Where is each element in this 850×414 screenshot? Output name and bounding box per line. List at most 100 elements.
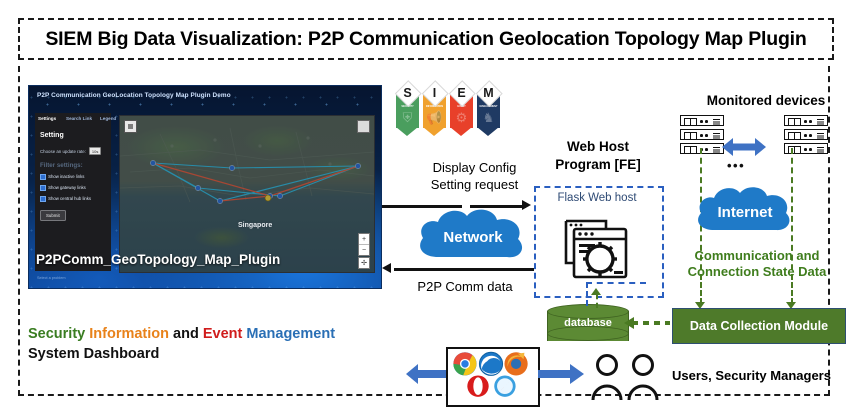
response-line [394,268,534,271]
caption-information: Information [89,326,170,342]
server-unit [680,115,724,126]
map-locate-icon[interactable]: ✢ [358,257,370,269]
device-ellipsis: ••• [727,158,746,173]
internet-cloud-label-wrap: Internet [693,183,797,241]
checkbox-icon[interactable] [40,174,46,180]
caption-and: and [173,326,199,342]
database-label: database [564,317,612,329]
banner-word: SECURITY [396,105,419,108]
internet-cloud [698,187,790,231]
server-unit [784,115,828,126]
dcm-to-db-arrowhead-icon [624,317,634,329]
screenshot-overlay-caption: P2PComm_GeoTopology_Map_Plugin [36,252,281,267]
update-rate-label: Choose an update rate: [40,148,86,154]
tab-search-link[interactable]: Search Link [66,115,93,121]
map-fullscreen-button[interactable] [357,120,370,133]
map-zoom-in-button[interactable]: + [359,234,369,245]
dashboard-screenshot[interactable]: P2P Communication GeoLocation Topology M… [28,85,382,289]
filter-central-hub-links[interactable]: Show central hub links [40,196,91,202]
page-title: SIEM Big Data Visualization: P2P Communi… [45,27,807,50]
users-label: Users, Security Managers [672,368,831,383]
db-to-flask-arrowhead-icon [591,288,601,295]
filter-label: Show gateway links [48,185,86,191]
megaphone-icon: 📢 [426,110,443,125]
browser-right-arrow-icon [538,364,584,384]
map-roads [120,127,374,204]
update-rate-row: Choose an update rate: 10s [40,147,102,155]
banner-word: MANAGEMENT [477,105,500,108]
web-host-boundary [534,186,664,298]
comm-state-line-left-lower [700,282,702,304]
tab-legend[interactable]: Legend [100,115,117,121]
banner-word: INFORMATION [423,105,446,108]
settings-tabs[interactable]: Settings Search Link Legend [35,113,139,124]
caption-event: Event [202,326,243,342]
server-unit [784,129,828,140]
siem-banner-e: EVENT ⚙ E [449,80,476,136]
submit-button[interactable]: Submit [40,210,66,221]
comm-state-arrow-right-icon [786,302,796,309]
filter-settings-heading: Filter settings: [40,162,83,169]
request-line [382,205,462,208]
knight-icon: ♞ [482,110,495,125]
settings-side-panel [35,113,111,271]
internet-cloud-label: Internet [717,203,773,221]
data-collection-module: Data Collection Module [672,308,846,344]
db-blue-connector [586,282,646,284]
caption-system-dashboard: System Dashboard [28,345,160,362]
users-icon [591,354,659,401]
network-cloud-label: Network [443,228,503,246]
database-top [547,304,629,319]
device-link-arrow-icon [722,138,766,156]
banner-letter: E [457,85,466,100]
comm-state-arrow-left-icon [695,302,705,309]
browser-icons-panel [446,347,540,407]
checkbox-icon[interactable] [40,196,46,202]
flask-web-host-icon [564,219,628,279]
siem-banner-i: INFORMATION 📢 I [422,80,449,136]
topology-map[interactable]: Singapore + − ✢ [119,115,375,273]
checkbox-icon[interactable] [40,185,46,191]
banner-letter: S [403,85,412,100]
siem-expansion-caption: Security Information and Event Managemen… [28,325,335,364]
shield-icon: ⛨ [402,110,413,125]
banner-word: EVENT [450,105,473,108]
map-dim-overlay [120,116,374,272]
db-to-flask-riser [596,294,598,308]
server-rack-right [784,115,828,157]
server-rack-left [680,115,724,157]
database-cylinder: database [547,304,629,348]
network-cloud-label-wrap: Network [414,205,532,269]
p2p-comm-data-label: P2P Comm data [417,279,513,294]
map-zoom-controls[interactable]: + − [358,233,370,256]
map-layers-button[interactable] [124,120,137,133]
banner-letter: M [483,85,494,100]
page-title-banner: SIEM Big Data Visualization: P2P Communi… [18,18,834,60]
caption-management: Management [246,326,336,342]
siem-banner-s: SECURITY ⛨ S [395,80,422,136]
monitored-devices-label: Monitored devices [706,93,826,108]
comm-state-line-right-lower [791,282,793,304]
map-place-label: Singapore [238,222,273,229]
diagram-frame [18,66,830,396]
map-zoom-out-button[interactable]: − [361,246,367,254]
request-line-right [470,205,526,208]
flask-web-host-label: Flask Web host [557,192,637,204]
filter-gateway-links[interactable]: Show gateway links [40,185,86,191]
tab-settings[interactable]: Settings [35,113,60,124]
siem-banner-m: MANAGEMENT ♞ M [476,80,503,136]
filter-label: Show central hub links [48,196,92,202]
network-cloud [420,209,523,258]
banner-tail [423,127,445,136]
caption-security: Security [28,326,86,342]
update-rate-select[interactable]: 10s [88,147,102,155]
filter-inactive-links[interactable]: Show inactive links [40,174,84,180]
gears-icon: ⚙ [455,110,468,125]
banner-tail [450,127,472,136]
siem-acronym-banners: SECURITY ⛨ S INFORMATION 📢 I EVENT ⚙ E M… [395,78,503,136]
data-collection-module-label: Data Collection Module [689,319,829,333]
status-note: Select a problem [37,276,66,280]
